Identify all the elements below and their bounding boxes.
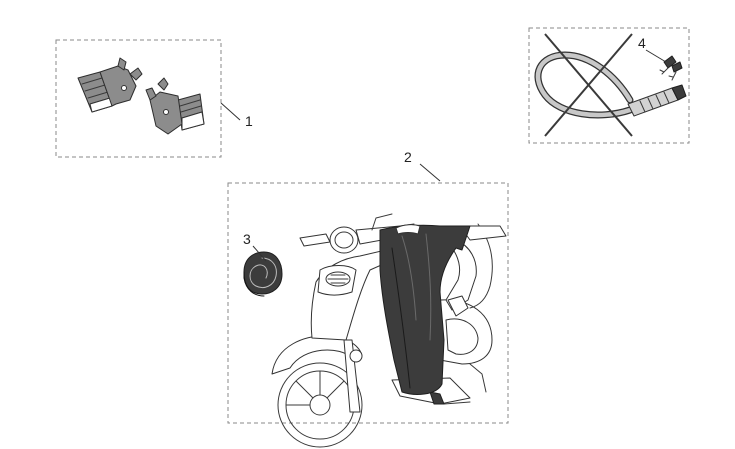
leader-1	[220, 102, 241, 121]
leader-4	[645, 49, 667, 63]
callout-1: 1	[245, 113, 253, 129]
keys	[659, 55, 683, 81]
cross-mark	[544, 33, 633, 137]
callout-4: 4	[638, 35, 646, 51]
leg-cover	[379, 224, 471, 395]
footpeg-bracket-right	[145, 77, 205, 135]
scooter	[271, 213, 507, 448]
part-group-2: 2	[227, 149, 509, 448]
part-group-4: 4	[528, 27, 690, 144]
callout-3: 3	[243, 231, 251, 247]
callout-2: 2	[404, 149, 412, 165]
cable-lock	[534, 51, 687, 119]
footpeg-bracket-left	[77, 57, 143, 113]
coiled-strip	[243, 251, 283, 297]
part-1-box	[55, 39, 222, 158]
leader-3	[252, 245, 267, 262]
part-2-box	[227, 182, 509, 424]
part-group-1: 1	[55, 39, 253, 158]
part-4-box	[528, 27, 690, 144]
leader-2	[419, 163, 441, 182]
